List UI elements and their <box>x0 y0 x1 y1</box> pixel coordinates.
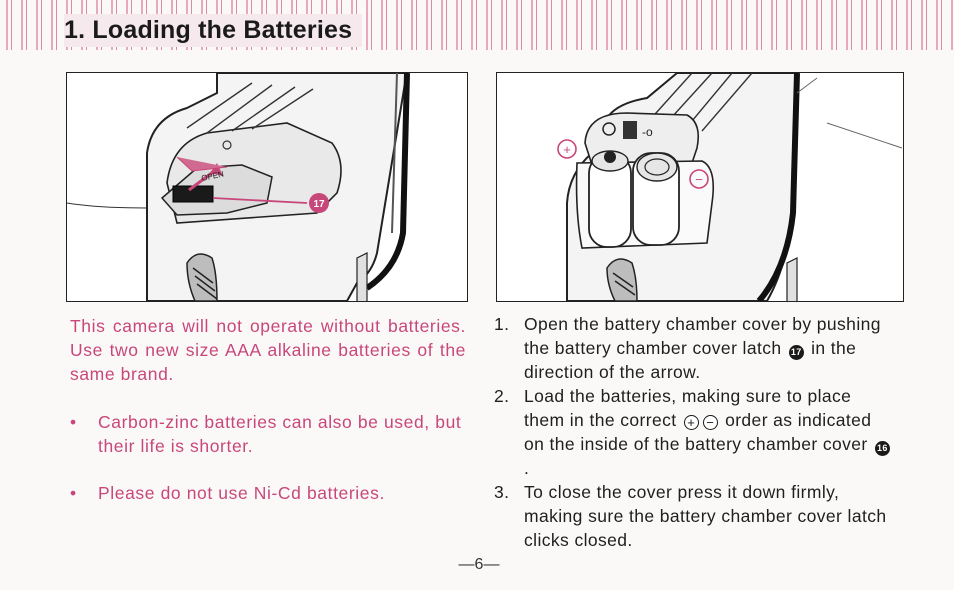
step-text-part: Load the batteries, making sure to place… <box>524 386 852 430</box>
step-number: 3. <box>494 482 510 502</box>
intro-paragraph: This camera will not operate without bat… <box>70 314 466 386</box>
step-text-part: order as indicated on the inside of the … <box>524 410 872 454</box>
figure-battery-chamber-open: -o + − <box>496 72 904 302</box>
camera-battery-chamber-illustration: -o + − <box>557 73 903 301</box>
section-header-band: 1. Loading the Batteries <box>0 0 954 50</box>
bullet-dot: • <box>70 412 77 432</box>
step-text-part: Open the battery chamber cover by pushin… <box>524 314 881 358</box>
reference-17-icon: 17 <box>788 345 804 360</box>
bullet-text: Please do not use Ni-Cd batteries. <box>98 483 385 503</box>
step-text: Load the batteries, making sure to place… <box>524 384 892 480</box>
minus-circle-icon: − <box>702 415 718 430</box>
step-item: 1. Open the battery chamber cover by pus… <box>494 312 892 384</box>
minus-polarity-mark: − <box>695 172 703 187</box>
step-text-part: in the direction of the arrow. <box>524 338 857 382</box>
page-number: —6— <box>458 556 500 573</box>
plus-polarity-mark: + <box>563 142 571 157</box>
step-item: 2. Load the batteries, making sure to pl… <box>494 384 892 480</box>
step-text: To close the cover press it down firmly,… <box>524 482 887 550</box>
bullet-dot: • <box>70 483 77 503</box>
intro-text: This camera will not operate without bat… <box>70 316 466 384</box>
plus-circle-icon: + <box>683 415 699 430</box>
bullet-text: Carbon-zinc batteries can also be used, … <box>98 412 462 456</box>
note-bullet: • Please do not use Ni-Cd batteries. <box>70 481 466 505</box>
callout-17-number: 17 <box>313 199 325 210</box>
step-item: 3. To close the cover press it down firm… <box>494 480 892 552</box>
camera-latch-illustration: OPEN 17 <box>67 73 410 301</box>
reference-16-icon: 16 <box>874 441 890 456</box>
figure-battery-cover-latch: OPEN 17 <box>66 72 468 302</box>
step-number: 1. <box>494 314 510 334</box>
instruction-steps: 1. Open the battery chamber cover by pus… <box>494 312 892 552</box>
callout-17-marker <box>309 193 329 213</box>
svg-text:-o: -o <box>642 125 653 139</box>
note-bullet: • Carbon-zinc batteries can also be used… <box>70 410 466 458</box>
step-text: Open the battery chamber cover by pushin… <box>524 312 892 384</box>
section-title: 1. Loading the Batteries <box>64 14 363 47</box>
step-number: 2. <box>494 386 510 406</box>
step-text-part: . <box>524 458 530 478</box>
